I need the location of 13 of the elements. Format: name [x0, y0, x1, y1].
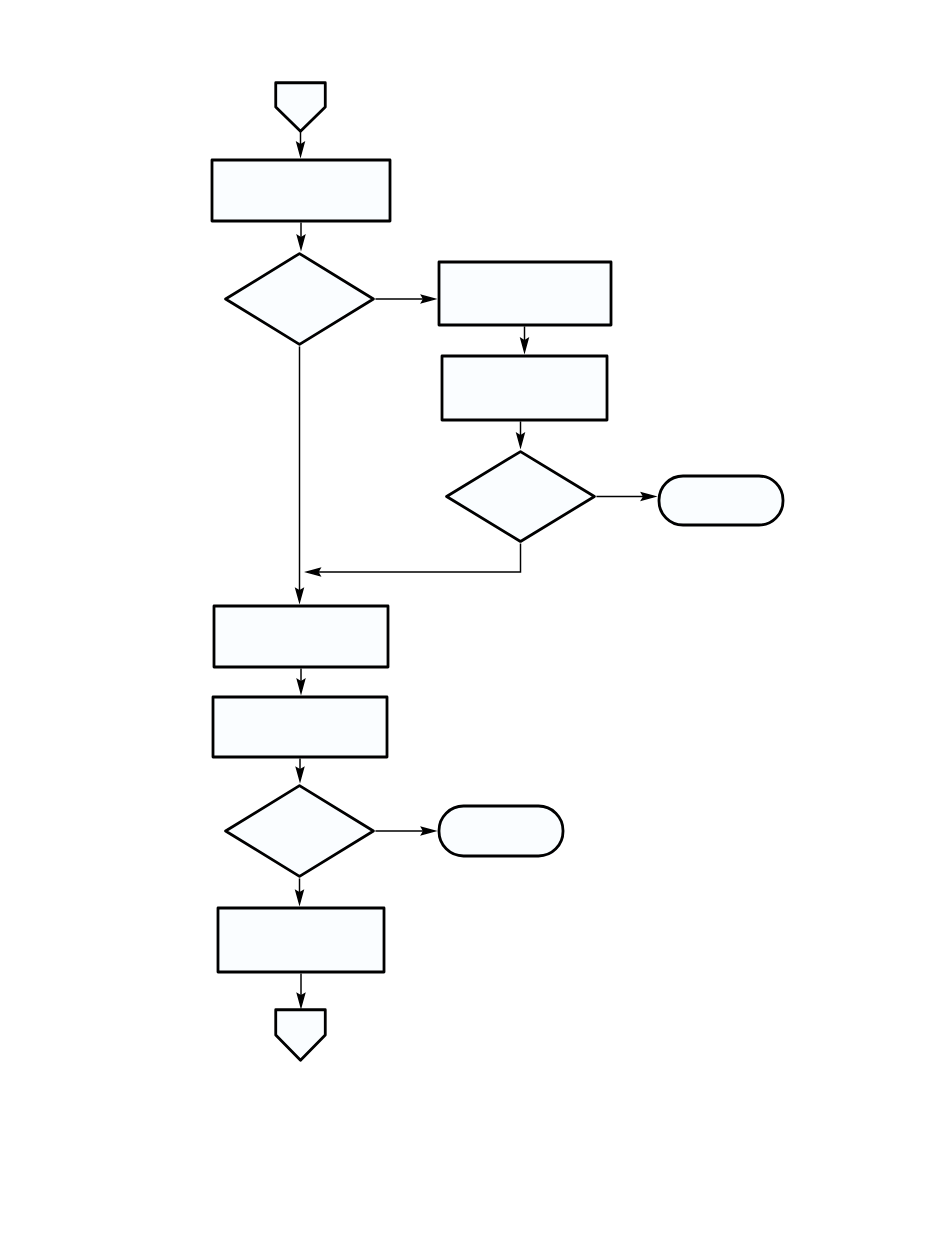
decision-diamond — [224, 252, 375, 346]
terminal-capsule — [657, 474, 785, 527]
off-page-connector — [274, 1008, 327, 1062]
process-box — [437, 260, 613, 327]
process-box — [211, 695, 389, 759]
process-box — [212, 604, 390, 669]
decision-diamond — [445, 450, 596, 543]
terminal-capsule — [437, 804, 565, 858]
process-box — [216, 906, 386, 974]
off-page-connector — [274, 81, 327, 133]
decision-diamond — [224, 784, 375, 878]
process-box — [210, 158, 392, 223]
process-box — [440, 354, 609, 422]
